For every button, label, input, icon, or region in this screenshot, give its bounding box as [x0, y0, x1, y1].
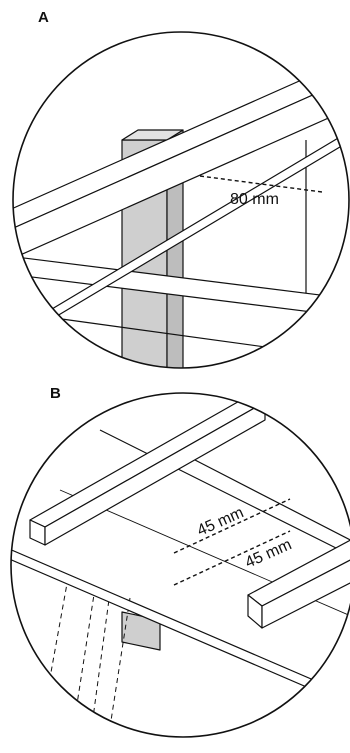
- dimension-label-b-upper: 45 mm: [195, 504, 247, 539]
- dimension-label-a: 80 mm: [230, 191, 279, 208]
- sloping-board: [11, 544, 350, 711]
- dimension-line-b-lower: [173, 530, 291, 586]
- upper-left-joist: [29, 394, 266, 546]
- panel-b-circle: [10, 392, 350, 738]
- rafter-side-face: [13, 73, 349, 265]
- rafter-top-face: [13, 53, 349, 235]
- dimension-line-b-upper: [173, 498, 291, 554]
- diagonal-brace: [13, 124, 349, 351]
- panel-b-detail: [11, 394, 350, 737]
- panel-a-circle: [12, 31, 350, 369]
- lower-right-joist: [247, 534, 350, 629]
- panel-a-detail: [13, 53, 349, 368]
- panel-b-label: B: [50, 385, 61, 402]
- panel-a-label: A: [38, 9, 49, 26]
- lower-rail: [13, 254, 349, 319]
- dimension-label-b-lower: 45 mm: [243, 536, 295, 571]
